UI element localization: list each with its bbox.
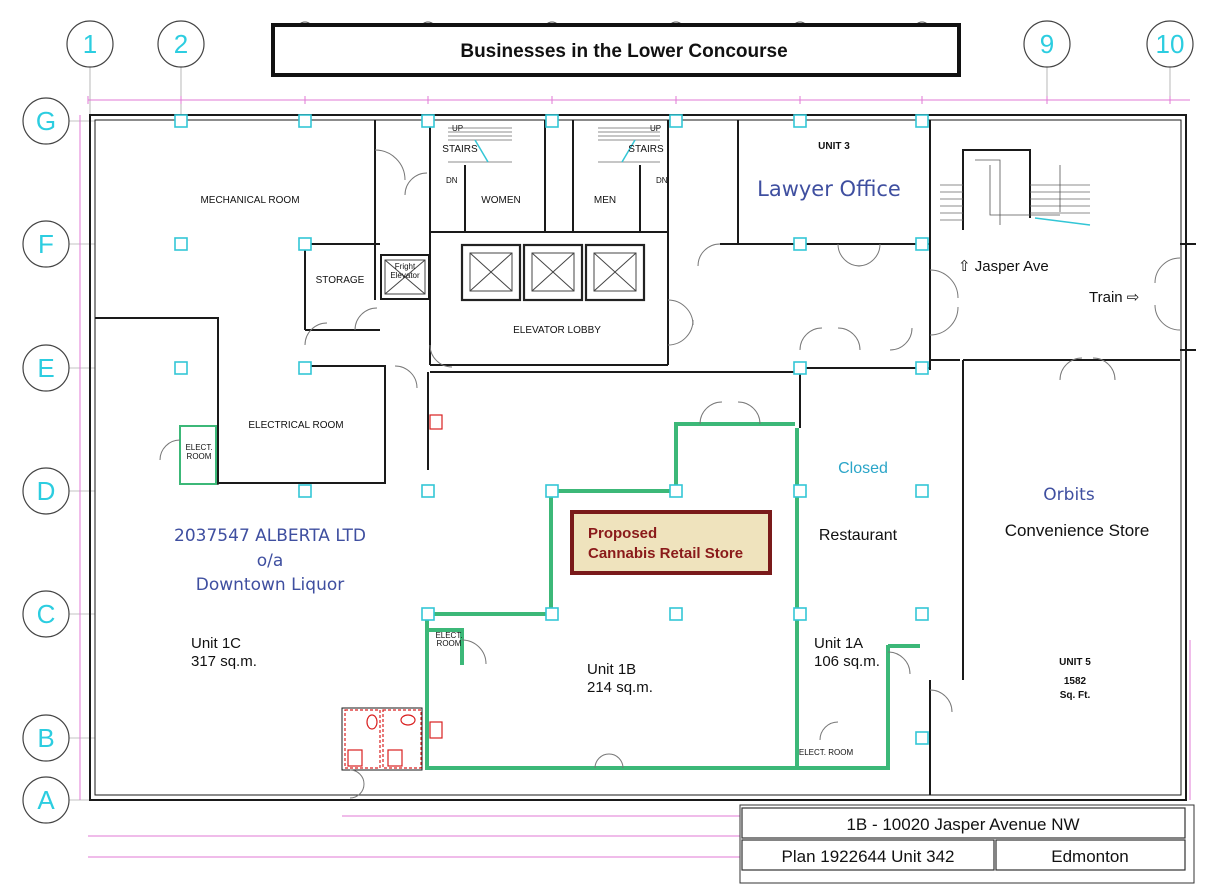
stairs-west-label: STAIRS: [442, 144, 478, 155]
svg-text:10: 10: [1156, 29, 1185, 59]
dn-label-2: DN: [656, 176, 668, 185]
unit1c-area: 317 sq.m.: [191, 653, 257, 670]
elevators: [384, 243, 646, 302]
elect-room-1a-label: ELECT. ROOM: [799, 748, 854, 757]
elect-room-1c-label-2: ROOM: [187, 452, 212, 461]
plan-cell: Plan 1922644 Unit 342: [782, 847, 955, 866]
grid-bubble-col-9: [1023, 20, 1071, 68]
unit-labels: UNIT 3 Lawyer Office ⇧ Jasper Ave Train …: [174, 141, 1149, 701]
interior-walls: [95, 120, 1196, 795]
stairs: [448, 127, 1091, 226]
fright-elevator-label-1: Fright: [395, 262, 416, 271]
grid-bubble-row-d: [22, 467, 70, 515]
washroom-fixtures: [344, 414, 443, 769]
grid-bubble-row-b: [22, 714, 70, 762]
fright-elevator-label-2: Elevator: [390, 271, 420, 280]
grid-bubble-col-10: [1146, 20, 1194, 68]
closed-label: Closed: [838, 460, 888, 477]
svg-text:C: C: [37, 599, 56, 629]
grid-bubble-row-e: [22, 344, 70, 392]
svg-text:E: E: [37, 353, 54, 383]
svg-text:D: D: [37, 476, 56, 506]
jasper-ave-label: ⇧ Jasper Ave: [958, 258, 1049, 275]
unit1c-business-line2: o/a: [257, 551, 284, 571]
train-label: Train ⇨: [1089, 289, 1139, 306]
city-cell: Edmonton: [1051, 847, 1129, 866]
unit1c-business-line3: Downtown Liquor: [196, 575, 344, 595]
convenience-store-label: Convenience Store: [1005, 521, 1150, 540]
address-cell: 1B - 10020 Jasper Avenue NW: [846, 815, 1079, 834]
grid-bubbles: 1 2 9 10 G F E D C B A: [22, 20, 1194, 824]
elect-room-1b-label-2: ROOM: [437, 639, 462, 648]
svg-text:1: 1: [83, 29, 97, 59]
lawyer-office-label: Lawyer Office: [757, 177, 901, 201]
info-table: 1B - 10020 Jasper Avenue NW Plan 1922644…: [739, 804, 1195, 884]
mechanical-room-label: MECHANICAL ROOM: [200, 195, 299, 206]
up-label-2: UP: [650, 124, 661, 133]
storage-label: STORAGE: [316, 275, 365, 286]
proposed-store-box: [570, 510, 772, 575]
dimension-lines: [79, 96, 1191, 858]
columns: [174, 114, 929, 745]
svg-text:A: A: [37, 785, 55, 815]
door-swings: [159, 149, 1181, 799]
proposed-label-line1: Proposed: [588, 525, 657, 542]
room-labels: MECHANICAL ROOM STORAGE Fright Elevator …: [185, 124, 853, 757]
grid-bubble-row-c: [22, 590, 70, 638]
unit5-area-line2: Sq. Ft.: [1060, 690, 1091, 701]
elect-room-1c-label-1: ELECT.: [185, 443, 212, 452]
unit1c-label: Unit 1C: [191, 635, 241, 652]
men-washroom-label: MEN: [594, 195, 616, 206]
page-title: Businesses in the Lower Concourse: [460, 41, 787, 62]
unit5-label: UNIT 5: [1059, 657, 1091, 668]
electrical-room-label: ELECTRICAL ROOM: [248, 420, 343, 431]
up-label-1: UP: [452, 124, 463, 133]
elevator-lobby-label: ELEVATOR LOBBY: [513, 325, 601, 336]
grid-bubble-row-a: [22, 776, 70, 824]
stairs-east-label: STAIRS: [628, 144, 664, 155]
title-box: Businesses in the Lower Concourse: [271, 23, 961, 77]
orbits-label: Orbits: [1043, 485, 1095, 505]
elect-room-1b-label-1: ELECT.: [435, 631, 462, 640]
proposed-label-line2: Cannabis Retail Store: [588, 545, 743, 562]
unit1a-area: 106 sq.m.: [814, 653, 880, 670]
restaurant-label: Restaurant: [819, 527, 898, 544]
unit1c-business-line1: 2037547 ALBERTA LTD: [174, 526, 366, 546]
women-washroom-label: WOMEN: [481, 195, 520, 206]
grid-bubble-col-1: [66, 20, 114, 68]
svg-text:B: B: [37, 723, 54, 753]
grid-bubble-col-2: [157, 20, 205, 68]
outer-walls: [89, 114, 1187, 801]
grid-bubble-row-g: [22, 97, 70, 145]
svg-text:F: F: [38, 229, 54, 259]
unit3-label: UNIT 3: [818, 141, 850, 152]
grid-bubble-row-f: [22, 220, 70, 268]
svg-text:G: G: [36, 106, 56, 136]
unit1a-label: Unit 1A: [814, 635, 863, 652]
unit1b-area: 214 sq.m.: [587, 679, 653, 696]
unit-1b-boundary: [179, 422, 920, 770]
dn-label-1: DN: [446, 176, 458, 185]
svg-text:9: 9: [1040, 29, 1054, 59]
svg-text:2: 2: [174, 29, 188, 59]
unit1b-label: Unit 1B: [587, 661, 636, 678]
unit5-area-line1: 1582: [1064, 676, 1087, 687]
